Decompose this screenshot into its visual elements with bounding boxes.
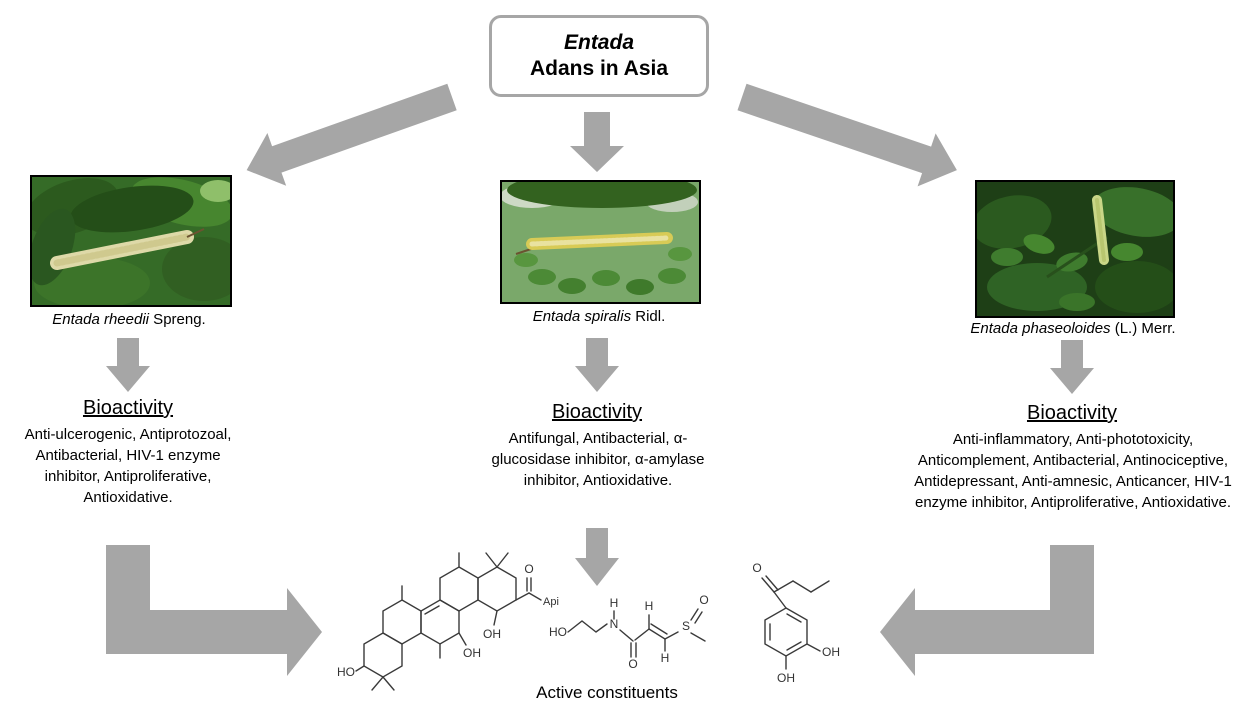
entada-rheedii-photo (30, 175, 232, 307)
bioactivity-heading-phaseoloides: Bioactivity (1026, 402, 1118, 424)
caption-rheedii: Entada rheedii Spreng. (20, 311, 238, 328)
phenolic-structure: O OH OH (752, 561, 840, 685)
entadamide-s-label: S (682, 619, 690, 633)
caption-phaseoloides-author: (L.) Merr. (1110, 320, 1176, 337)
triterpenoid-o-label: O (524, 562, 533, 576)
caption-spiralis-species: Entada spiralis (532, 308, 632, 325)
triterpenoid-oh1-label: OH (463, 646, 481, 660)
entadamide-ho-label: HO (549, 625, 567, 639)
entadamide-n-label: N (610, 617, 619, 631)
caption-rheedii-species: Entada rheedii (52, 311, 150, 328)
arrow-title-to-phaseoloides (737, 83, 957, 187)
arrow-rheedii-to-bioactivity (106, 338, 150, 392)
entadamide-structure: HO N H O H H S O (549, 593, 709, 671)
triterpenoid-api-label: Api (543, 596, 559, 608)
entada-phaseoloides-photo (975, 180, 1175, 318)
bioactivity-list-spiralis: Antifungal, Antibacterial, α-glucosidase… (491, 430, 705, 489)
active-constituents-label: Active constituents (536, 683, 678, 702)
bioactivity-heading-spiralis: Bioactivity (551, 401, 643, 423)
entadamide-h2-label: H (661, 651, 670, 665)
phenolic-oh2-label: OH (777, 671, 795, 685)
triterpenoid-oh2-label: OH (483, 627, 501, 641)
arrow-rheedii-bio-to-constituents (106, 545, 322, 676)
triterpenoid-ho-label: HO (337, 665, 355, 679)
arrow-phaseoloides-bio-to-constituents (880, 545, 1094, 676)
title-subtitle: Adans in Asia (529, 57, 669, 80)
entadamide-sulfoxide-o-label: O (699, 593, 708, 607)
phenolic-oh1-label: OH (822, 645, 840, 659)
arrow-title-to-rheedii (246, 83, 457, 186)
title-genus: Entada (563, 30, 634, 54)
caption-phaseoloides: Entada phaseoloides (L.) Merr. (950, 320, 1196, 337)
entadamide-nh-label: H (610, 596, 619, 610)
arrow-spiralis-to-bioactivity (575, 338, 619, 392)
caption-spiralis: Entada spiralis Ridl. (490, 308, 708, 325)
entada-phaseoloides-photo-art (977, 182, 1173, 316)
triterpenoid-structure: HO OH OH O Api (337, 552, 559, 691)
phenolic-o-label: O (752, 561, 761, 575)
bioactivity-list-rheedii: Anti-ulcerogenic, Antiprotozoal, Antibac… (24, 426, 232, 506)
caption-phaseoloides-species: Entada phaseoloides (970, 320, 1111, 337)
entadamide-carbonyl-o-label: O (628, 657, 637, 671)
bioactivity-list-phaseoloides: Anti-inflammatory, Anti-phototoxicity, A… (914, 431, 1232, 511)
bioactivity-heading-rheedii: Bioactivity (82, 397, 174, 419)
arrow-title-to-spiralis (570, 112, 624, 172)
title-box: Entada Adans in Asia (489, 15, 709, 97)
entada-spiralis-photo (500, 180, 701, 304)
entada-rheedii-photo-art (32, 177, 230, 305)
caption-rheedii-author: Spreng. (149, 311, 206, 328)
arrow-phaseoloides-to-bioactivity (1050, 340, 1094, 394)
entadamide-h1-label: H (645, 599, 654, 613)
caption-spiralis-author: Ridl. (631, 308, 666, 325)
entada-spiralis-photo-art (502, 182, 699, 302)
chemical-structures: HO OH OH O Api HO N H O H H (337, 552, 840, 691)
